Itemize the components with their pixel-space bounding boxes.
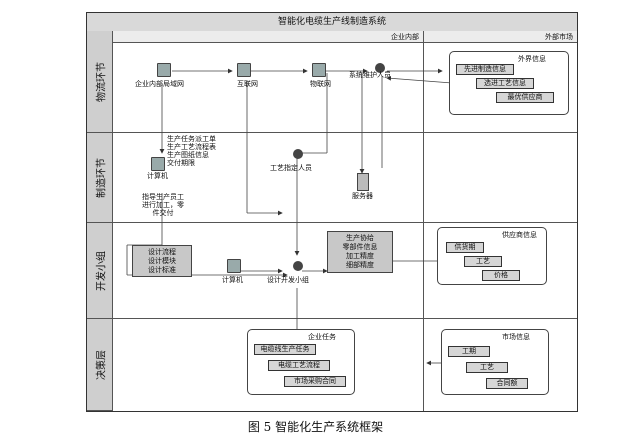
production-box-line: 细部精度 — [346, 261, 374, 269]
server-label: 服务器 — [352, 192, 373, 200]
lane-manufacturing: 制造环节 — [87, 133, 113, 223]
dev-group-person-icon — [293, 261, 303, 271]
market-info-title: 市场信息 — [502, 333, 530, 341]
design-box-line: 设计模块 — [148, 257, 176, 265]
task-list-line: 交付期限 — [167, 159, 195, 167]
lane-logistics: 物流环节 — [87, 31, 113, 133]
guidance-line: 指导生产员工 — [142, 193, 184, 201]
guidance-line: 进行加工，零 — [142, 201, 184, 209]
design-box: 设计流程 设计模块 设计标准 — [132, 245, 192, 277]
production-box-line: 加工精度 — [346, 252, 374, 260]
manufacturing-computer-label: 计算机 — [147, 172, 168, 180]
market-info-item: 工期 — [448, 346, 490, 357]
market-info-item: 合同额 — [486, 378, 528, 389]
enterprise-task-item: 市场采购合同 — [284, 376, 346, 387]
iot-label: 物联网 — [310, 80, 331, 88]
process-staff-label: 工艺指定人员 — [270, 164, 312, 172]
production-box-line: 零部件信息 — [342, 243, 378, 251]
enterprise-tasks-panel: 企业任务 电缆线生产任务 电缆工艺流程 市场采购合同 — [247, 329, 355, 395]
enterprise-lan-label: 企业内部局域网 — [135, 80, 184, 88]
task-list-text: 生产任务派工单 生产工艺流程表 生产图纸信息 交付期限 — [167, 135, 216, 167]
figure-caption: 图 5 智能化生产系统框架 — [247, 420, 384, 434]
task-list-line: 生产工艺流程表 — [167, 143, 216, 151]
supplier-info-item: 价格 — [482, 270, 520, 281]
production-info-box: 生产协给 零部件信息 加工精度 细部精度 — [327, 231, 393, 273]
lane-row-development — [113, 223, 577, 319]
development-computer-label: 计算机 — [222, 276, 243, 284]
market-info-item: 工艺 — [466, 362, 508, 373]
network-computer-icon — [157, 63, 171, 77]
development-computer-icon — [227, 259, 241, 273]
external-info-panel: 外界信息 先进制造信息 选进工艺信息 最优供应商 — [449, 51, 569, 115]
external-info-item: 最优供应商 — [496, 92, 554, 103]
guidance-text: 指导生产员工 进行加工，零 件交付 — [142, 193, 184, 217]
task-list-line: 生产图纸信息 — [167, 151, 209, 159]
external-info-item: 先进制造信息 — [456, 64, 514, 75]
sys-maintainer-label: 系统维护人员 — [349, 71, 391, 79]
process-staff-person-icon — [293, 149, 303, 159]
production-box-line: 生产协给 — [346, 234, 374, 242]
connector-lines — [126, 68, 453, 366]
supplier-info-title: 供应商信息 — [502, 231, 537, 239]
internal-external-divider — [423, 31, 424, 411]
iot-server-icon — [312, 63, 326, 77]
manufacturing-computer-icon — [151, 157, 165, 171]
guidance-line: 件交付 — [152, 209, 174, 217]
design-box-line: 设计流程 — [148, 248, 176, 256]
server-icon — [357, 173, 369, 191]
lane-row-manufacturing — [113, 133, 577, 223]
internet-label: 互联网 — [237, 80, 258, 88]
section-external: 外部市场 — [423, 31, 577, 43]
enterprise-task-item: 电缆工艺流程 — [268, 360, 330, 371]
task-list-line: 生产任务派工单 — [167, 135, 216, 143]
enterprise-task-item: 电缆线生产任务 — [254, 344, 316, 355]
external-info-item: 选进工艺信息 — [476, 78, 534, 89]
diagram-frame: 智能化电缆生产线制造系统 企业内部 外部市场 物流环节 制造环节 开发小组 决策… — [86, 12, 578, 412]
supplier-info-item: 工艺 — [464, 256, 502, 267]
internet-server-icon — [237, 63, 251, 77]
design-box-line: 设计标准 — [148, 266, 176, 274]
market-info-panel: 市场信息 工期 工艺 合同额 — [441, 329, 549, 395]
supplier-info-item: 供货期 — [446, 242, 484, 253]
external-info-title: 外界信息 — [518, 55, 546, 63]
sys-maintainer-person-icon — [375, 63, 385, 73]
section-internal: 企业内部 — [113, 31, 423, 43]
lane-development: 开发小组 — [87, 223, 113, 319]
lane-decision: 决策层 — [87, 319, 113, 411]
lane-row-logistics — [113, 43, 577, 133]
enterprise-tasks-title: 企业任务 — [308, 333, 336, 341]
supplier-info-panel: 供应商信息 供货期 工艺 价格 — [437, 227, 547, 285]
dev-group-label: 设计开发小组 — [267, 276, 309, 284]
